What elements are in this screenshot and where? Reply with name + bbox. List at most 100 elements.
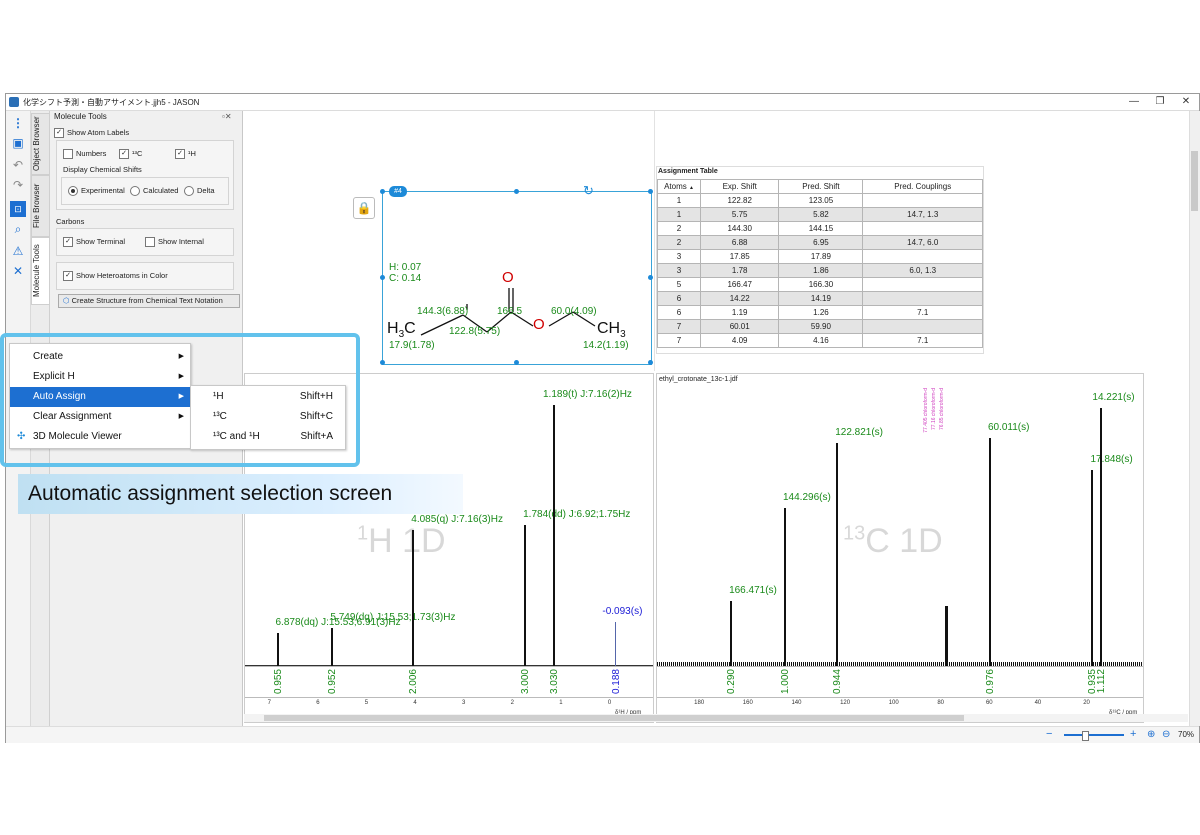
resize-handle[interactable] <box>380 189 385 194</box>
show-heteroatoms-option[interactable]: ✓Show Heteroatoms in Color <box>63 271 168 282</box>
show-atom-labels-checkbox[interactable]: ✓ <box>54 128 64 139</box>
calculated-option[interactable]: Calculated <box>130 186 178 197</box>
experimental-option[interactable]: Experimental <box>68 186 125 197</box>
zoom-out-magnifier-icon[interactable]: ⊖ <box>1162 729 1171 740</box>
spectrum-peak[interactable] <box>553 405 556 666</box>
show-internal-option[interactable]: Show Internal <box>145 237 204 248</box>
integral-label[interactable]: 0.188 <box>611 669 623 695</box>
peak-label[interactable]: 1.784(dd) J:6.92;1.75Hz <box>523 509 631 520</box>
tab-molecule-tools[interactable]: Molecule Tools <box>31 237 50 305</box>
panel-pin-icon[interactable]: ▫✕ <box>222 112 232 121</box>
scroll-thumb[interactable] <box>1191 151 1198 211</box>
integral-label[interactable]: 0.976 <box>984 669 996 695</box>
redo-icon[interactable]: ↷ <box>12 178 24 192</box>
column-header-pred-shift[interactable]: Pred. Shift <box>778 179 864 194</box>
integral-label[interactable]: 2.006 <box>408 669 420 695</box>
column-header-pred-couplings[interactable]: Pred. Couplings <box>862 179 983 194</box>
peak-label[interactable]: 122.821(s) <box>835 427 884 438</box>
tab-object-browser[interactable]: Object Browser <box>31 113 50 175</box>
show-heteroatoms-checkbox[interactable]: ✓ <box>63 271 73 282</box>
show-internal-checkbox[interactable] <box>145 237 155 248</box>
warning-icon[interactable]: ⚠ <box>12 244 24 258</box>
spectrum-peak[interactable] <box>1091 470 1094 666</box>
column-header-atoms[interactable]: Atoms ▲ <box>657 179 701 194</box>
peak-label[interactable]: 1.189(t) J:7.16(2)Hz <box>543 389 632 400</box>
spectrum-peak[interactable] <box>1100 408 1103 666</box>
numbers-option[interactable]: Numbers <box>63 149 106 160</box>
c13-option[interactable]: ✓¹³C <box>119 149 142 160</box>
peak-label[interactable]: 14.221(s) <box>1092 392 1135 403</box>
integral-label[interactable]: 0.290 <box>726 669 738 695</box>
spectrum-peak[interactable] <box>331 628 334 666</box>
restore-button[interactable]: ❐ <box>1155 96 1165 107</box>
menu-item-explicit-h[interactable]: Explicit H▶ <box>10 367 190 387</box>
save-icon[interactable]: ▣ <box>12 136 24 150</box>
peak-label[interactable]: 4.085(q) J:7.16(3)Hz <box>411 514 503 525</box>
resize-handle[interactable] <box>648 189 653 194</box>
resize-handle[interactable] <box>648 275 653 280</box>
create-structure-button[interactable]: ⬡Create Structure from Chemical Text Not… <box>58 294 240 308</box>
assignment-table-object[interactable]: Assignment Table Atoms ▲ Exp. Shift Pred… <box>656 166 984 354</box>
peak-label[interactable]: 6.878(dq) J:15.53;6.91(3)Hz <box>275 617 401 628</box>
numbers-checkbox[interactable] <box>63 149 73 160</box>
tab-file-browser[interactable]: File Browser <box>31 175 50 237</box>
delta-option[interactable]: Delta <box>184 186 215 197</box>
close-button[interactable]: ✕ <box>1181 96 1191 107</box>
molecule-object[interactable]: #4 ↻ H: 0.07 C: 0.14 O <box>380 183 653 365</box>
spectrum-peak[interactable] <box>276 633 279 666</box>
c-spectrum-panel[interactable]: ethyl_crotonate_13c-1.jdf 13C 1D 77.405 … <box>656 373 1144 723</box>
zoom-slider-thumb[interactable] <box>1082 731 1089 741</box>
spectrum-peak[interactable] <box>412 530 415 666</box>
integral-label[interactable]: 0.944 <box>832 669 844 695</box>
spectrum-peak[interactable] <box>836 443 839 666</box>
show-terminal-option[interactable]: ✓Show Terminal <box>63 237 125 248</box>
column-header-exp-shift[interactable]: Exp. Shift <box>699 179 780 194</box>
integral-label[interactable]: 0.955 <box>272 669 284 695</box>
peak-label[interactable]: 60.011(s) <box>987 422 1030 433</box>
experimental-radio[interactable] <box>68 186 78 197</box>
peak-label[interactable]: 5.749(dq) J:15.53;1.73(3)Hz <box>330 612 456 623</box>
spectrum-peak[interactable] <box>524 525 527 666</box>
more-icon[interactable]: ⋮ <box>12 116 24 130</box>
spectrum-peak[interactable] <box>730 601 733 666</box>
menu-item-clear-assignment[interactable]: Clear Assignment▶ <box>10 407 190 427</box>
menu-item-3d-molecule-viewer[interactable]: ✣3D Molecule Viewer <box>10 427 190 447</box>
resize-handle[interactable] <box>514 360 519 365</box>
vertical-scrollbar[interactable] <box>1189 111 1200 726</box>
integral-label[interactable]: 0.952 <box>327 669 339 695</box>
integral-label[interactable]: 1.112 <box>1096 669 1108 694</box>
zoom-fit-icon[interactable]: ⊡ <box>10 201 26 217</box>
delta-radio[interactable] <box>184 186 194 197</box>
h1-checkbox[interactable]: ✓ <box>175 149 185 160</box>
undo-icon[interactable]: ↶ <box>12 158 24 172</box>
horizontal-scrollbar[interactable] <box>244 714 1188 722</box>
peak-label[interactable]: 17.848(s) <box>1090 454 1133 465</box>
zoom-in-magnifier-icon[interactable]: ⊕ <box>1147 729 1156 740</box>
integral-label[interactable]: 3.030 <box>549 669 561 695</box>
minimize-button[interactable]: — <box>1129 96 1139 107</box>
show-atom-labels[interactable]: ✓Show Atom Labels <box>54 128 129 139</box>
zoom-in-icon[interactable]: + <box>1130 728 1137 740</box>
spectrum-peak[interactable] <box>783 508 786 666</box>
h1-option[interactable]: ✓¹H <box>175 149 196 160</box>
peak-label[interactable]: -0.093(s) <box>602 606 643 617</box>
zoom-icon[interactable]: ⌕ <box>14 222 22 236</box>
resize-handle[interactable] <box>380 275 385 280</box>
document-canvas[interactable]: 🔒 #4 ↻ H: 0.07 C: 0.14 <box>244 111 1188 726</box>
menu-item-create[interactable]: Create▶ <box>10 347 190 367</box>
peak-label[interactable]: 144.296(s) <box>782 492 831 503</box>
rotate-handle-icon[interactable]: ↻ <box>583 183 594 198</box>
integral-label[interactable]: 3.000 <box>520 669 532 695</box>
